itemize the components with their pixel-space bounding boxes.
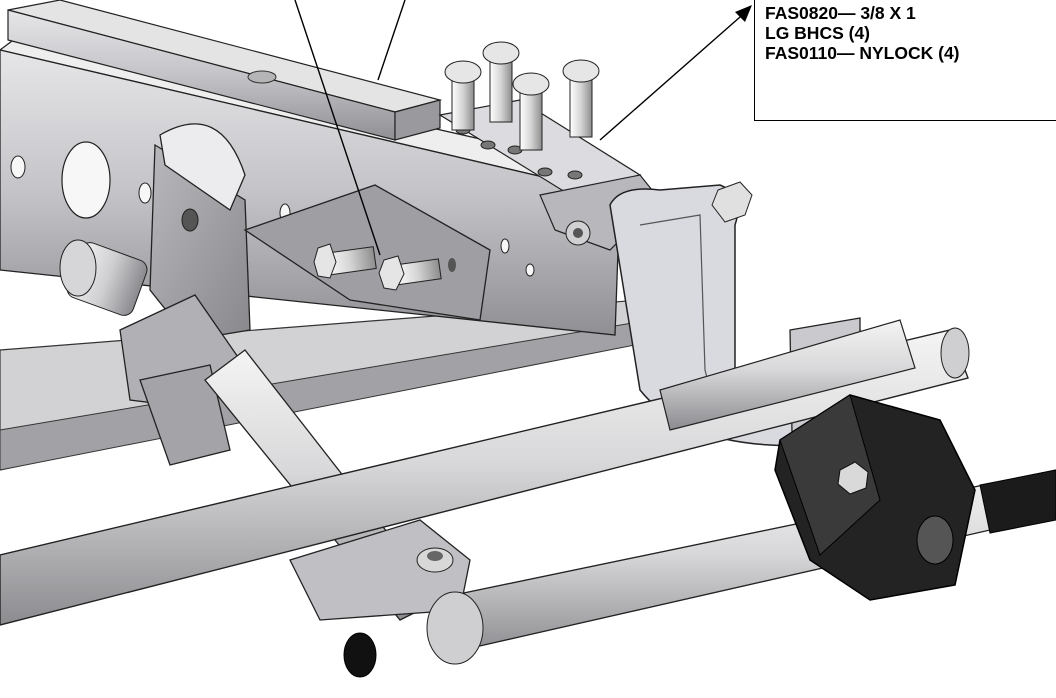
black-clamp-face bbox=[779, 394, 881, 556]
callout-line-2: LG BHCS (4) bbox=[765, 23, 870, 43]
round-flap bbox=[159, 123, 246, 211]
nut-icon bbox=[416, 547, 454, 573]
leader-arrowhead bbox=[735, 5, 752, 22]
black-grip bbox=[979, 469, 1056, 534]
plate-hole bbox=[567, 170, 583, 180]
plate-hole bbox=[480, 140, 496, 150]
callout-line-3: FAS0110— NYLOCK (4) bbox=[765, 43, 960, 63]
hinge-bracket-lower bbox=[139, 364, 231, 466]
bolt-icon bbox=[512, 72, 550, 151]
rail-hole bbox=[10, 155, 26, 179]
bolt-icon bbox=[313, 243, 377, 279]
leader-line bbox=[294, 0, 381, 256]
clamp-knob bbox=[916, 515, 954, 565]
lower-clamp bbox=[289, 519, 471, 621]
bolt-icon bbox=[562, 59, 600, 138]
black-end-cap bbox=[343, 632, 377, 678]
rail-hole bbox=[525, 263, 535, 277]
fastener-callout: FAS0820— 3/8 X 1 LG BHCS (4) FAS0110— NY… bbox=[754, 0, 1056, 121]
tube-end-cap bbox=[426, 591, 484, 665]
nut-icon bbox=[837, 461, 869, 495]
bar-stock-hole bbox=[247, 70, 277, 84]
main-tube-end bbox=[940, 327, 970, 379]
plate-hole bbox=[537, 167, 553, 177]
bolt-icon bbox=[482, 41, 520, 123]
callout-line-1: FAS0820— 3/8 X 1 bbox=[765, 3, 916, 23]
bar-stock-end bbox=[394, 99, 441, 141]
rail-hole bbox=[138, 182, 152, 204]
knob-icon bbox=[59, 239, 148, 316]
keyhole-slot bbox=[181, 208, 199, 232]
leader-line bbox=[599, 9, 749, 141]
leader-line bbox=[377, 0, 406, 81]
upper-tube bbox=[659, 319, 916, 431]
rail-hole bbox=[61, 141, 111, 219]
nut-icon bbox=[711, 181, 753, 223]
bolt-icon bbox=[378, 255, 442, 291]
gusset-hole bbox=[448, 258, 456, 272]
bolt-icon bbox=[444, 60, 482, 131]
rail-hole bbox=[500, 238, 510, 254]
socket-cap-screw bbox=[573, 228, 583, 238]
